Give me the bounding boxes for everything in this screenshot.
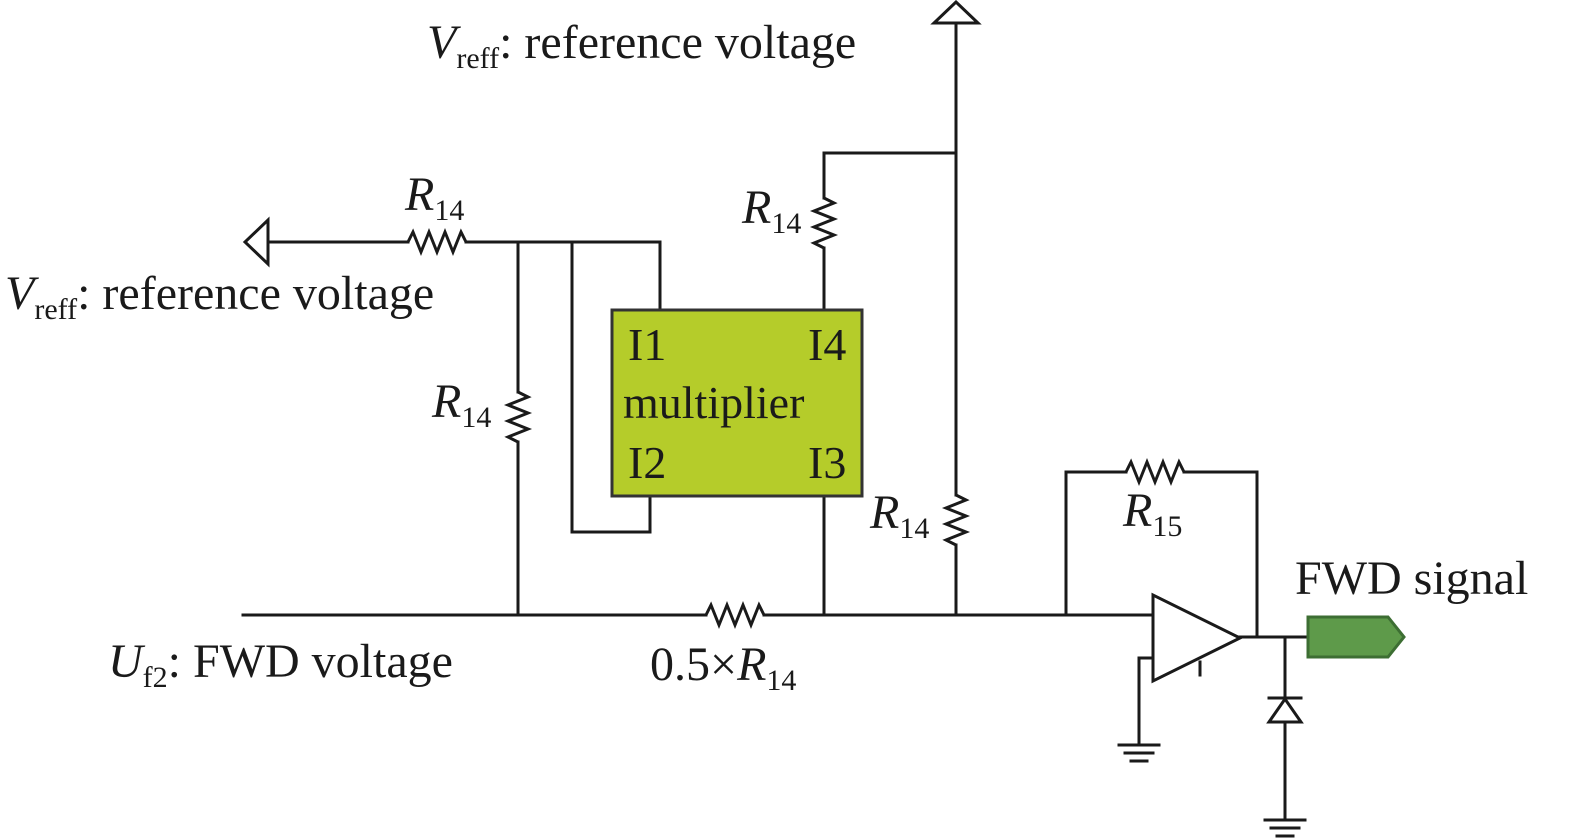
r14-upper-right-label: R14 [741,181,801,240]
diode-icon [1266,696,1304,724]
output-arrow-icon [1306,615,1406,659]
r14-top-label: R14 [404,168,464,227]
resistor-r14-left-vertical-icon [503,390,533,444]
r14-left-vertical-label: R14 [431,375,491,434]
half-r14-label: 0.5×R14 [650,638,796,697]
multiplier-pin-i2: I2 [628,437,666,488]
vref-top-label: Vreff: reference voltage [427,16,856,75]
resistor-half-r14-icon [704,600,766,630]
vref-left-terminal-icon [242,216,270,268]
vref-top-terminal-icon [930,0,982,25]
multiplier-pin-i1: I1 [628,319,666,370]
ground-left-icon [1117,743,1161,763]
ground-right-icon [1263,818,1307,838]
resistor-r14-top-icon [406,227,468,257]
resistor-r14-lower-right-icon [941,493,971,547]
r14-lower-right-label: R14 [869,486,929,545]
op-amp-icon [1151,592,1244,684]
resistor-r15-icon [1124,457,1186,487]
r15-label: R15 [1122,484,1182,543]
multiplier-pin-i4: I4 [808,319,846,370]
resistor-r14-upper-right-icon [809,196,839,250]
multiplier-title: multiplier [623,377,804,428]
multiplier-pin-i3: I3 [808,437,846,488]
uf2-label: Uf2: FWD voltage [108,635,453,694]
fwd-signal-label: FWD signal [1295,552,1528,605]
multiplier-block [610,308,864,498]
vref-left-label: Vreff: reference voltage [5,267,434,326]
